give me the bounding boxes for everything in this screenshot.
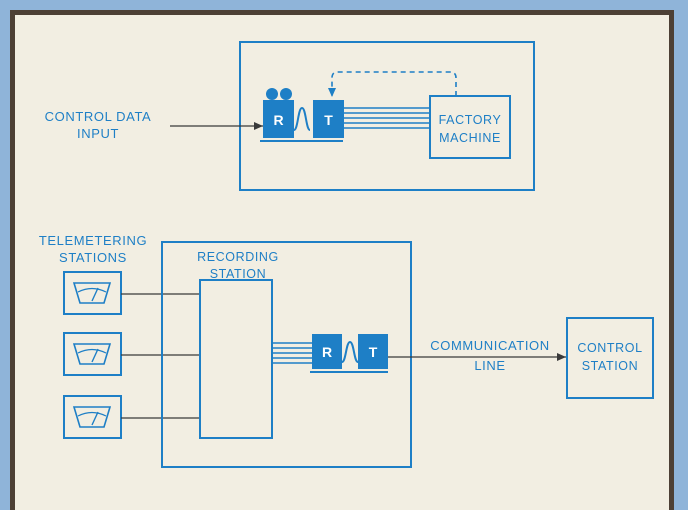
telemetering-label-line2: STATIONS [59, 250, 127, 265]
telemetering-label-line1: TELEMETERING [39, 233, 147, 248]
transmitter-label: T [324, 112, 333, 128]
top-system-box [239, 41, 535, 191]
transmitter-block-bottom [358, 334, 388, 369]
bottom-system: TELEMETERING STATIONS [39, 233, 654, 468]
recorder-label: R [273, 112, 283, 128]
factory-machine-label-line1: FACTORY [439, 113, 502, 127]
data-bus-top [344, 107, 430, 129]
transmitter-block [313, 100, 344, 138]
recording-station-box [161, 241, 412, 468]
gauge-icon [72, 282, 112, 304]
tape-loop [293, 106, 311, 131]
control-station-label-line1: CONTROL [577, 341, 642, 355]
recorder-label-bottom: R [322, 344, 332, 360]
control-station-box [566, 317, 654, 399]
control-data-input-label-line2: INPUT [77, 126, 119, 141]
recording-station-label-line1: RECORDING [197, 250, 279, 264]
telemetering-station [63, 332, 122, 376]
gauge-icon [72, 343, 112, 365]
data-bus-bottom [272, 342, 312, 364]
communication-label-line1: COMMUNICATION [430, 338, 550, 353]
tape-loop-bottom [341, 340, 359, 363]
collector-box [199, 279, 273, 439]
communication-label-line2: LINE [474, 358, 505, 373]
feedback-path [328, 71, 457, 97]
factory-machine-box [429, 95, 511, 159]
telemetering-station [63, 395, 122, 439]
transmitter-label-bottom: T [369, 344, 378, 360]
gauge-icon [72, 406, 112, 428]
reel-icon-right [280, 88, 292, 100]
top-system: CONTROL DATA INPUT R T [45, 41, 535, 191]
recording-station-label-line2: STATION [210, 267, 267, 281]
control-station-label-line2: STATION [582, 359, 639, 373]
recorder-block [263, 100, 294, 138]
control-data-input-label-line1: CONTROL DATA [45, 109, 152, 124]
recorder-block-bottom [312, 334, 342, 369]
factory-machine-label-line2: MACHINE [439, 131, 501, 145]
station-connectors [121, 293, 200, 419]
reel-icon-left [266, 88, 278, 100]
telemetering-station [63, 271, 122, 315]
